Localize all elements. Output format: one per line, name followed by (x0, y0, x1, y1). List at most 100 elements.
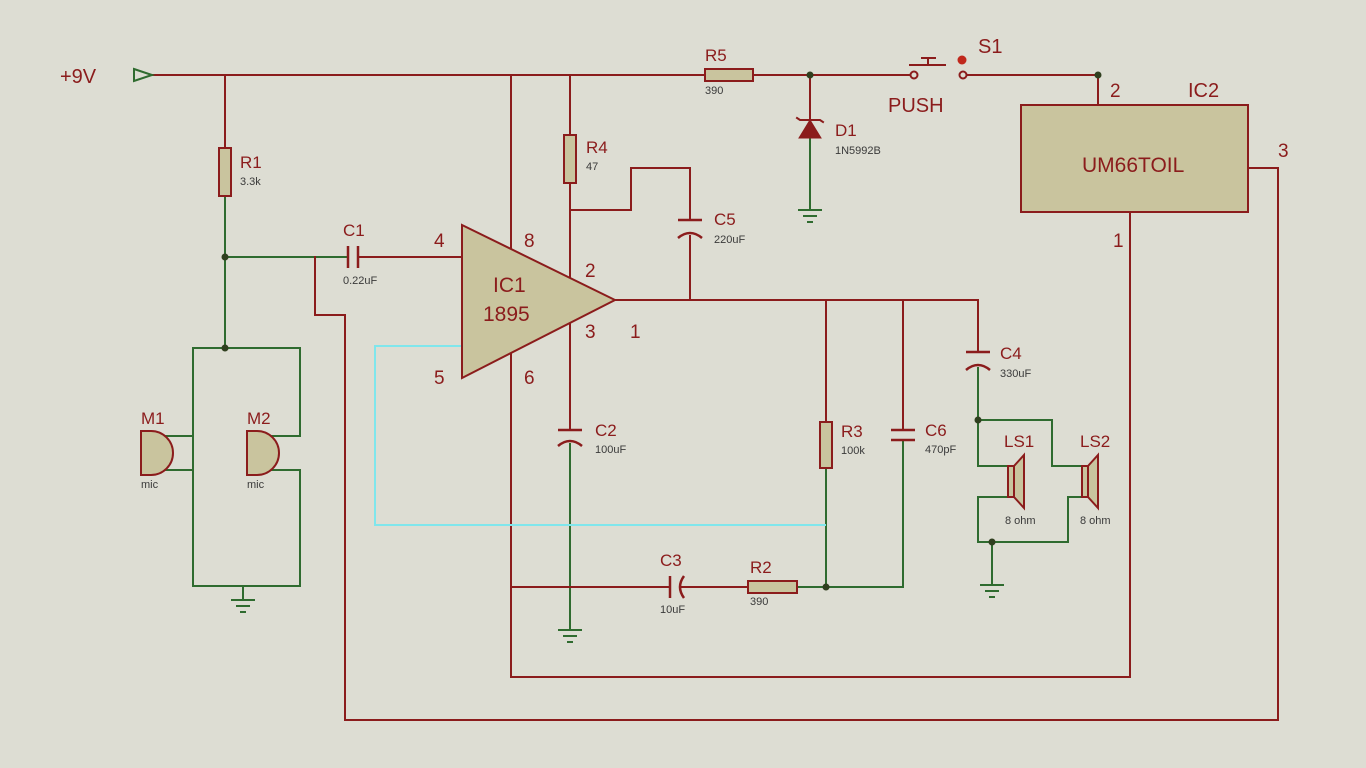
r2-ref: R2 (750, 558, 772, 577)
resistor-body (563, 134, 577, 184)
ls1-ref: LS1 (1004, 432, 1034, 451)
d1-value: 1N5992B (835, 145, 881, 157)
ic2-melody-generator: UM66TOIL IC2 2 3 1 (1020, 80, 1289, 252)
s1-ref: S1 (978, 36, 1002, 58)
junction-dot (974, 416, 982, 424)
c6-value: 470pF (925, 444, 956, 456)
push-button-icon (909, 57, 946, 66)
c5-ref: C5 (714, 210, 736, 229)
supply-terminal: +9V (60, 66, 156, 88)
diode-d1: D1 1N5992B (795, 116, 881, 157)
c2-ref: C2 (595, 421, 617, 440)
ic2-ref: IC2 (1188, 80, 1219, 102)
ic1-pin-3: 3 (585, 322, 596, 343)
c2-value: 100uF (595, 444, 626, 456)
junction-dot (221, 253, 229, 261)
junction-dot (1094, 71, 1102, 79)
junctions (221, 71, 1102, 591)
r1-ref: R1 (240, 153, 262, 172)
ic2-pin-1: 1 (1113, 231, 1124, 252)
capacitor-c1: C1 0.22uF (343, 221, 378, 287)
amplifier-triangle-icon (461, 223, 618, 380)
r4-value: 47 (586, 161, 598, 173)
r5-ref: R5 (705, 46, 727, 65)
supply-label: +9V (60, 66, 97, 88)
junction-dot (806, 71, 814, 79)
ic1-pin-2: 2 (585, 261, 596, 282)
r3-ref: R3 (841, 422, 863, 441)
ic2-part: UM66TOIL (1082, 154, 1184, 177)
c3-value: 10uF (660, 604, 685, 616)
switch-indicator-icon (957, 55, 967, 65)
zener-bar (795, 116, 825, 124)
capacitor-c6: C6 470pF (891, 421, 956, 456)
c6-ref: C6 (925, 421, 947, 440)
ground-icon (231, 599, 255, 613)
ic2-body (1020, 104, 1249, 213)
speaker-ls2: LS2 8 ohm (1080, 432, 1111, 527)
c5-value: 220uF (714, 234, 745, 246)
ic1-pin-5: 5 (434, 368, 445, 389)
resistor-r2: R2 390 (747, 558, 798, 608)
switch-s1: S1 PUSH (888, 36, 1002, 117)
junction-dot (988, 538, 996, 546)
c3-ref: C3 (660, 551, 682, 570)
c4-value: 330uF (1000, 368, 1031, 380)
resistor-r4: R4 47 (563, 134, 608, 184)
speaker-icon (1013, 452, 1025, 511)
r3-value: 100k (841, 445, 865, 457)
microphone-m1: M1 mic (140, 409, 174, 491)
supply-arrow-icon (133, 67, 156, 83)
c1-ref: C1 (343, 221, 365, 240)
capacitor-c5: C5 220uF (677, 210, 745, 246)
zener-diode-icon (798, 119, 822, 139)
microphone-icon (140, 430, 174, 476)
capacitor-c4: C4 330uF (965, 344, 1031, 380)
resistor-r3: R3 100k (819, 421, 865, 469)
resistor-body (704, 68, 754, 82)
s1-label: PUSH (888, 95, 944, 117)
ic1-pin-4: 4 (434, 231, 445, 252)
capacitor-plate-curved (678, 575, 686, 599)
r2-value: 390 (750, 596, 768, 608)
resistor-body (819, 421, 833, 469)
c4-ref: C4 (1000, 344, 1022, 363)
ic1-amplifier: IC1 1895 4 8 2 3 1 5 6 (434, 223, 641, 389)
speaker-ls1: LS1 8 ohm (1004, 432, 1036, 527)
m1-ref: M1 (141, 409, 165, 428)
ic2-pin-2: 2 (1110, 81, 1121, 102)
ic1-pin-1: 1 (630, 322, 641, 343)
capacitor-c3: C3 10uF (660, 551, 685, 616)
m2-ref: M2 (247, 409, 271, 428)
capacitor-plates (891, 428, 915, 442)
microphone-m2: M2 mic (246, 409, 280, 491)
switch-contact (909, 70, 919, 80)
resistor-body (747, 580, 798, 594)
ic1-part: 1895 (483, 303, 530, 326)
m2-value: mic (247, 479, 265, 491)
capacitor-c2: C2 100uF (557, 421, 626, 456)
switch-contact (958, 70, 968, 80)
r1-value: 3.3k (240, 176, 261, 188)
ic1-pin-8: 8 (524, 231, 535, 252)
ls2-ref: LS2 (1080, 432, 1110, 451)
junction-dot (221, 344, 229, 352)
r4-ref: R4 (586, 138, 608, 157)
r5-value: 390 (705, 85, 723, 97)
junction-dot (822, 583, 830, 591)
ic1-ref: IC1 (493, 274, 526, 297)
wires (149, 74, 1279, 721)
capacitor-plate-curved (965, 363, 991, 371)
ground-icon (980, 584, 1004, 598)
d1-ref: D1 (835, 121, 857, 140)
ic2-pin-3: 3 (1278, 141, 1289, 162)
microphone-icon (246, 430, 280, 476)
resistor-r5: R5 390 (704, 46, 754, 97)
grounds (231, 209, 1004, 643)
ls1-value: 8 ohm (1005, 515, 1036, 527)
ground-icon (558, 629, 582, 643)
resistor-body (218, 147, 232, 197)
ground-icon (798, 209, 822, 223)
capacitor-plates (346, 246, 360, 268)
